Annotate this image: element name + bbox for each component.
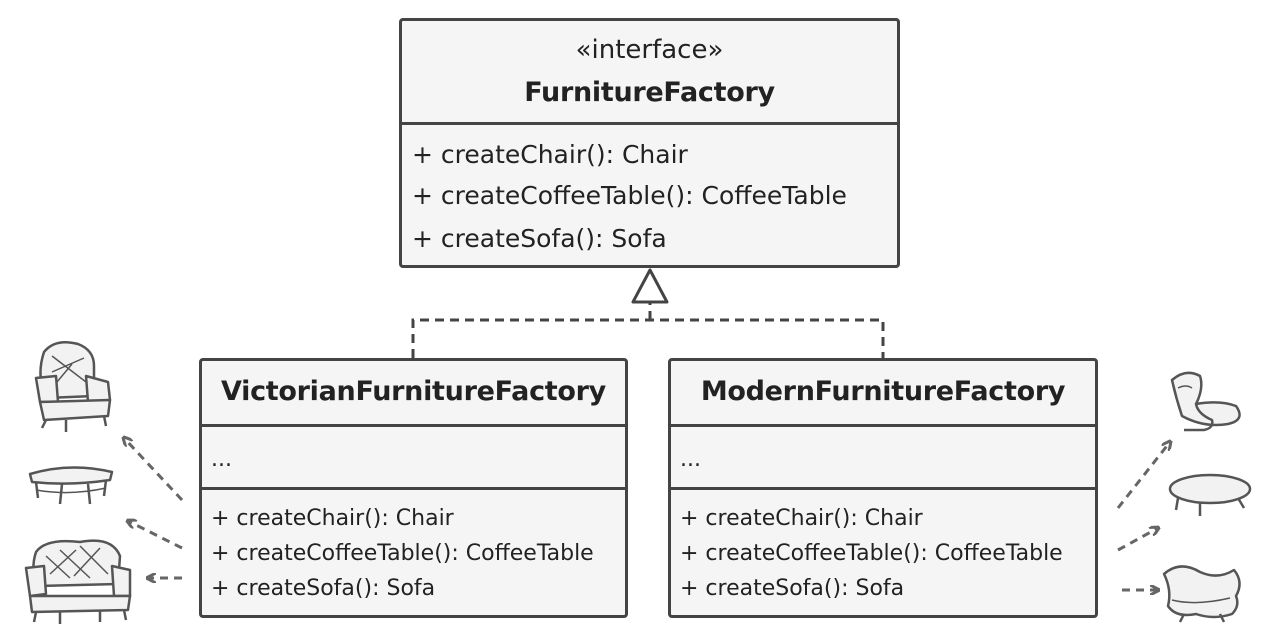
arrow-to-victorian-table [128,521,183,550]
arrow-to-modern-table [1117,528,1158,552]
victorian-sofa-icon [24,539,132,624]
modern-fields-ellipsis: ... [680,447,701,472]
modern-name: ModernFurnitureFactory [700,376,1066,407]
modern-fields: ... [671,424,1095,490]
interface-methods: + createChair(): Chair + createCoffeeTab… [402,122,897,265]
modern-factory-box: ModernFurnitureFactory ... + createChair… [668,358,1098,618]
method-create-sofa: + createSofa(): Sofa [211,576,436,601]
method-create-chair: + createChair(): Chair [211,506,454,531]
victorian-fields: ... [202,424,625,490]
modern-header: ModernFurnitureFactory [671,361,1095,427]
victorian-name: VictorianFurnitureFactory [221,376,606,407]
modern-chair-icon [1170,371,1241,432]
method-create-coffee-table: + createCoffeeTable(): CoffeeTable [680,541,1063,566]
arrow-to-victorian-chair [124,438,184,502]
modern-sofa-icon [1162,565,1241,623]
method-create-sofa: + createSofa(): Sofa [680,576,905,601]
realization-arrowhead [631,268,669,304]
victorian-header: VictorianFurnitureFactory [202,361,625,427]
victorian-factory-box: VictorianFurnitureFactory ... + createCh… [199,358,628,618]
method-create-chair: + createChair(): Chair [412,140,688,169]
victorian-armchair-icon [34,341,112,432]
interface-stereotype: «interface» [575,35,724,65]
method-create-coffee-table: + createCoffeeTable(): CoffeeTable [412,181,847,210]
interface-name: FurnitureFactory [524,77,775,108]
realization-connector [411,303,885,358]
victorian-coffee-table-icon [28,466,114,505]
interface-box: «interface» FurnitureFactory + createCha… [399,18,900,268]
arrow-to-modern-chair [1116,442,1170,509]
method-create-coffee-table: + createCoffeeTable(): CoffeeTable [211,541,594,566]
modern-coffee-table-icon [1168,473,1252,516]
method-create-sofa: + createSofa(): Sofa [412,224,667,253]
modern-methods: + createChair(): Chair + createCoffeeTab… [671,487,1095,615]
method-create-chair: + createChair(): Chair [680,506,923,531]
interface-header: «interface» FurnitureFactory [402,21,897,125]
victorian-methods: + createChair(): Chair + createCoffeeTab… [202,487,625,615]
victorian-fields-ellipsis: ... [211,447,232,472]
